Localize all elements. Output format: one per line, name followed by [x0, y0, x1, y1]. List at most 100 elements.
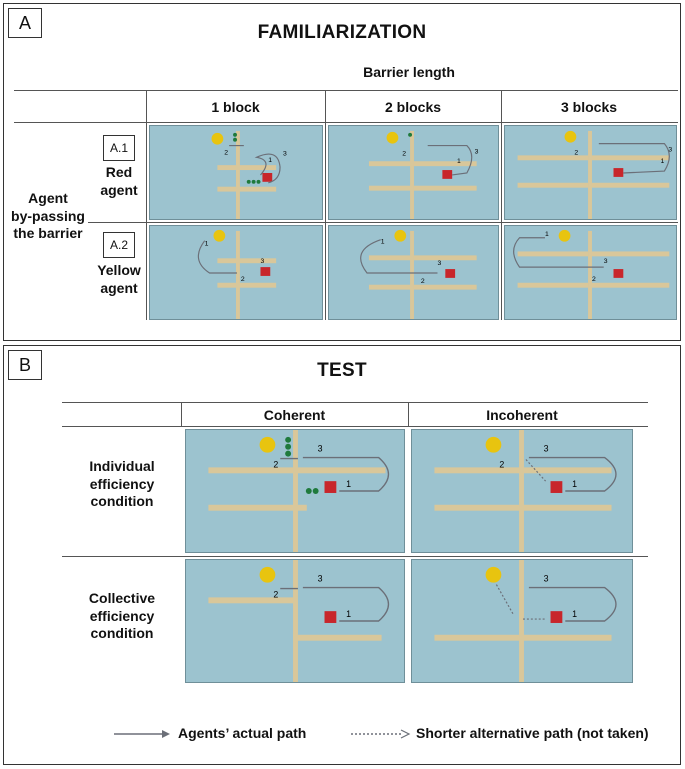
- actual-path-arrow: [197, 240, 237, 274]
- header-rule-top: [14, 90, 678, 91]
- b-column-header-coherent: Coherent: [263, 407, 326, 423]
- scene-individual-incoherent-image: 3 2 1: [434, 430, 617, 552]
- yellow-agent: [485, 566, 502, 583]
- legend-solid-arrow-icon: [114, 730, 170, 738]
- barrier-block: [517, 182, 670, 188]
- row-label-yellow-line-2: agent: [100, 279, 138, 296]
- scene-red-2-blocks-image: 3 2 1: [368, 130, 479, 219]
- row-group-label: Agent by-passing the barrier: [6, 190, 90, 243]
- col-divider-1: [325, 90, 326, 320]
- scene-yellow-3-blocks: 1 2 3: [504, 225, 677, 320]
- scene-yellow-3-blocks-image: 1 2 3: [513, 229, 670, 319]
- path-label-3: 3: [544, 574, 549, 584]
- vertical-wall: [293, 430, 298, 552]
- panel-a: A FAMILIARIZATION Barrier length 1 block…: [3, 3, 681, 341]
- path-label-3: 3: [668, 146, 672, 153]
- yellow-agent: [211, 132, 224, 145]
- actual-path-arrow: [427, 144, 473, 176]
- yellow-agent: [259, 436, 276, 453]
- path-label-1: 1: [545, 231, 549, 238]
- red-agent: [613, 168, 624, 177]
- path-label-1: 1: [660, 158, 664, 165]
- barrier-block: [368, 284, 477, 290]
- path-label-1: 1: [205, 241, 209, 248]
- path-label-3: 3: [437, 260, 441, 267]
- row-label-red-line-1: Red: [105, 164, 133, 180]
- scene-individual-incoherent: 3 2 1: [411, 429, 633, 553]
- row-divider: [88, 222, 678, 223]
- scene-collective-coherent-image: 3 2 1: [208, 560, 390, 682]
- scene-collective-coherent: 3 2 1: [185, 559, 405, 683]
- b-row-label-collective-line-3: condition: [90, 625, 154, 641]
- panel-b-title: TEST: [317, 360, 367, 381]
- row-label-divider: [146, 122, 147, 320]
- vertical-wall: [236, 230, 240, 319]
- col-divider-0: [146, 90, 147, 122]
- path-label-2: 2: [574, 149, 578, 156]
- scene-yellow-2-blocks-image: 1 2 3: [360, 229, 477, 319]
- path-label-1: 1: [572, 479, 577, 489]
- yellow-agent: [394, 229, 407, 242]
- b-row-label-individual-line-1: Individual: [89, 458, 155, 474]
- scene-red-1-block-image: 2 3 1: [211, 130, 287, 219]
- row-label-yellow: Yellow agent: [90, 262, 148, 297]
- path-label-1: 1: [346, 479, 351, 489]
- row-group-label-line-2: by-passing: [11, 207, 85, 224]
- scene-yellow-1-block-image: 1 2 3: [197, 229, 277, 319]
- barrier-block: [217, 186, 277, 192]
- path-label-2: 2: [241, 276, 245, 283]
- row-label-red: Red agent: [92, 164, 146, 199]
- alternative-path-arrow: [495, 584, 514, 615]
- b-row-label-collective-line-1: Collective: [88, 590, 156, 606]
- scene-yellow-1-block: 1 2 3: [149, 225, 323, 320]
- actual-path-arrow: [302, 586, 390, 622]
- actual-path-arrow: [528, 586, 617, 622]
- yellow-agent: [564, 130, 577, 143]
- path-label-3: 3: [260, 258, 264, 265]
- path-label-2: 2: [224, 149, 228, 156]
- column-group-header: Barrier length: [363, 64, 455, 80]
- barrier-block: [368, 185, 477, 191]
- red-agent: [442, 170, 453, 179]
- scene-red-2-blocks: 3 2 1: [328, 125, 499, 220]
- vertical-wall: [236, 130, 240, 219]
- red-agent: [324, 481, 337, 493]
- scene-red-1-block: 2 3 1: [149, 125, 323, 220]
- scene-red-3-blocks-image: 3 2 1: [517, 130, 672, 219]
- column-header-2: 2 blocks: [384, 99, 442, 115]
- vertical-wall: [588, 130, 592, 219]
- green-blocks: [246, 179, 251, 184]
- barrier-block: [293, 634, 382, 641]
- scene-collective-incoherent: 3 1: [411, 559, 633, 683]
- path-label-1: 1: [381, 239, 385, 246]
- barrier-block: [208, 504, 307, 511]
- b-row-label-collective: Collective efficiency condition: [64, 590, 180, 643]
- panel-b-letter: B: [8, 350, 42, 380]
- red-agent: [260, 267, 271, 276]
- yellow-agent: [558, 229, 571, 242]
- legend-alternative-label: Shorter alternative path (not taken): [416, 725, 649, 741]
- path-label-1: 1: [268, 157, 272, 164]
- barrier-block: [217, 258, 277, 264]
- red-agent: [550, 481, 563, 493]
- header-rule-bottom: [14, 122, 678, 123]
- vertical-wall: [410, 230, 414, 319]
- b-col-divider-0: [181, 402, 182, 426]
- column-header-1: 1 block: [211, 99, 260, 115]
- path-label-3: 3: [544, 444, 549, 454]
- b-row-label-individual: Individual efficiency condition: [64, 458, 180, 511]
- path-label-2: 2: [273, 459, 278, 469]
- barrier-block: [368, 161, 477, 167]
- actual-path-arrow: [598, 143, 670, 174]
- legend-actual-label: Agents’ actual path: [178, 725, 307, 741]
- path-label-1: 1: [346, 609, 351, 619]
- yellow-agent: [485, 436, 502, 453]
- path-label-2: 2: [592, 276, 596, 283]
- barrier-block: [517, 282, 670, 288]
- row-id-a1: A.1: [103, 135, 135, 161]
- b-row-divider: [62, 556, 648, 557]
- scene-yellow-2-blocks: 1 2 3: [328, 225, 499, 320]
- row-group-label-line-3: the barrier: [13, 225, 83, 241]
- alternative-path-arrow: [525, 459, 547, 482]
- vertical-wall: [519, 430, 524, 552]
